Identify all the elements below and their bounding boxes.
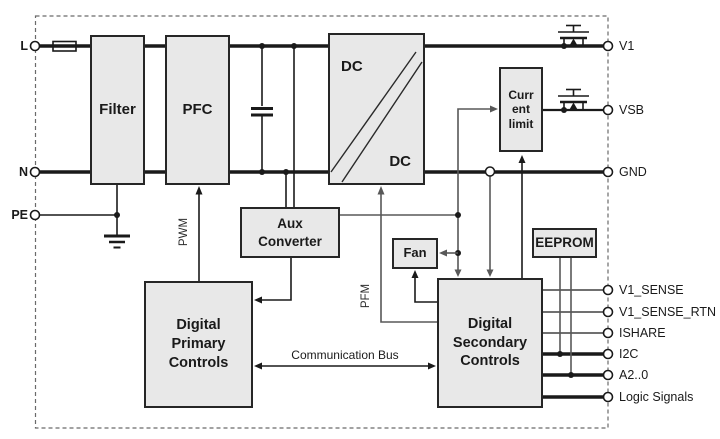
junction-dot [291, 43, 297, 49]
junction-dot [561, 43, 567, 49]
terminal-logic-signals [602, 391, 614, 403]
terminal-pe [29, 209, 41, 221]
terminal-v1 [602, 40, 614, 52]
terminal-v1-sense [602, 284, 614, 296]
arrowhead-up [411, 270, 419, 278]
dcdc-converter-block: DC DC [328, 33, 425, 185]
dashed-boundary [34, 15, 609, 429]
arrowhead-left [254, 296, 262, 304]
label-pe: PE [11, 208, 28, 222]
label-v1-sense: V1_SENSE [619, 283, 684, 297]
label-a2-0: A2..0 [619, 368, 649, 382]
junction-dot [455, 212, 461, 218]
fuse-icon [52, 40, 77, 52]
label-n: N [18, 165, 28, 179]
junction-dot [114, 212, 120, 218]
arrowhead-up [518, 155, 526, 163]
secondary-signal-wires [543, 289, 603, 399]
terminal-a2-0 [602, 369, 614, 381]
capacitor-icon [251, 43, 273, 175]
digital-secondary-controls-block: Digital Secondary Controls [437, 278, 543, 408]
pe-ground-branch [39, 185, 130, 249]
label-pwm: PWM [178, 217, 190, 247]
fan-control-wire [411, 270, 437, 303]
junction-dot [568, 372, 574, 378]
dc-label-top: DC [341, 58, 363, 75]
terminals [29, 40, 614, 403]
arrowhead-up [377, 186, 385, 195]
junction-dot [561, 107, 567, 113]
arrowhead-left [439, 249, 447, 257]
junction-dot [283, 169, 289, 175]
terminal-vsb [602, 104, 614, 116]
wire-hop-circle [484, 166, 496, 177]
arrowhead-down [486, 269, 494, 277]
arrowhead-right [428, 362, 436, 370]
digital-primary-controls-block: Digital Primary Controls [144, 281, 253, 408]
filter-block: Filter [90, 35, 145, 185]
label-v1-sense-rtn: V1_SENSE_RTN [619, 305, 717, 319]
fan-block: Fan [392, 238, 438, 269]
junction-dot [259, 43, 265, 49]
current-limit-control-wire [518, 155, 526, 278]
terminal-v1-sense-rtn [602, 306, 614, 318]
eeprom-block: EEPROM [532, 228, 597, 258]
aux-input-wires [283, 43, 297, 207]
aux-converter-block: Aux Converter [240, 207, 340, 258]
current-limit-block: Curr ent limit [499, 67, 543, 152]
label-communication-bus: Communication Bus [291, 348, 399, 362]
pwm-wire [195, 186, 203, 281]
label-ishare: ISHARE [619, 326, 666, 340]
communication-bus-wire [254, 362, 436, 370]
label-l: L [20, 39, 28, 53]
mosfet-icon [558, 24, 589, 49]
mosfet-icon [558, 88, 589, 113]
arrowhead-down [454, 269, 462, 277]
label-vsb: VSB [619, 103, 645, 117]
terminal-ishare [602, 327, 614, 339]
aux-output-distribution [340, 105, 498, 277]
arrowhead-left [254, 362, 262, 370]
pfm-wire [377, 186, 437, 323]
pfc-block: PFC [165, 35, 230, 185]
terminal-n [29, 166, 41, 178]
terminal-i2c [602, 348, 614, 360]
label-gnd: GND [619, 165, 647, 179]
aux-feedback-wire [254, 258, 292, 304]
eeprom-wires [557, 258, 574, 378]
isolation-diagonal-lines [330, 51, 423, 183]
terminal-gnd [602, 166, 614, 178]
arrowhead-right [490, 105, 498, 113]
label-pfm: PFM [360, 283, 372, 309]
arrowhead-up [195, 186, 203, 195]
label-i2c: I2C [619, 347, 639, 361]
earth-ground-icon [104, 234, 130, 249]
label-logic-signals: Logic Signals [619, 390, 694, 404]
junction-dot [557, 351, 563, 357]
label-v1: V1 [619, 39, 635, 53]
dc-label-bottom: DC [389, 152, 411, 170]
terminal-l [29, 40, 41, 52]
gnd-sense-wire [484, 166, 496, 277]
junction-dot [259, 169, 265, 175]
